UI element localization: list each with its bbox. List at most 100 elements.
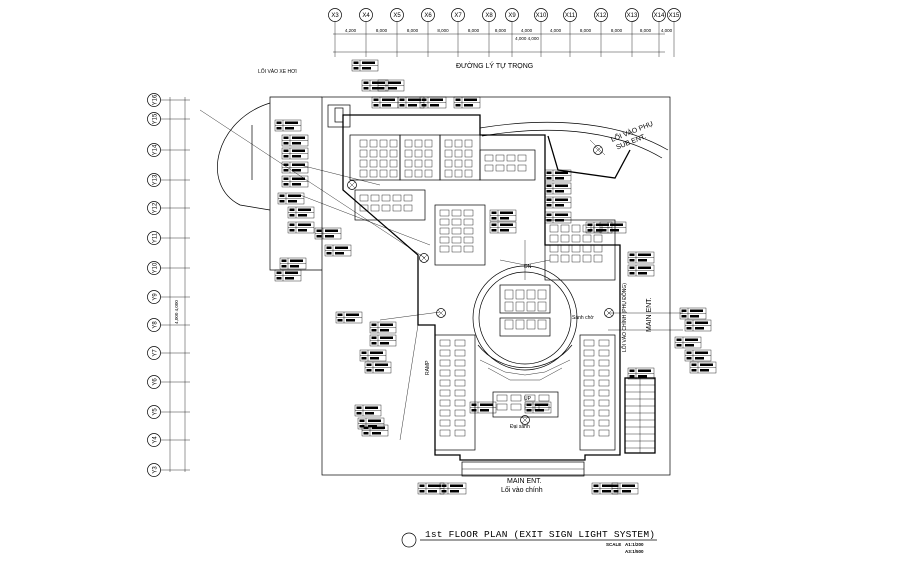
title-block: 1st FLOOR PLAN (EXIT SIGN LIGHT SYSTEM) … (401, 529, 657, 554)
fixture-tag (627, 264, 655, 277)
desk (463, 245, 474, 253)
grid-label: Y7 (153, 349, 159, 357)
exit-light-fixtures (347, 145, 614, 425)
main-entrance-bottom-vn: Lối vào chính (501, 485, 543, 494)
desk (451, 218, 462, 226)
desk (464, 139, 473, 148)
desk (439, 339, 451, 347)
desk (414, 159, 423, 168)
desk (439, 227, 450, 235)
desk (439, 209, 450, 217)
desk (404, 159, 413, 168)
fixture-tag (684, 349, 712, 362)
desk (537, 301, 547, 312)
grid-label: Y13 (153, 174, 159, 185)
desk (598, 399, 610, 407)
top-dimension-value: 8,000 (468, 28, 480, 33)
desk (439, 245, 450, 253)
desk (414, 169, 423, 178)
fixture-tag (324, 244, 352, 257)
desk (370, 194, 380, 202)
desk (403, 194, 413, 202)
desk (464, 169, 473, 178)
grid-label: Y3 (153, 466, 159, 474)
exit-light-icon (419, 253, 429, 263)
desk (506, 154, 516, 162)
desk (379, 139, 388, 148)
exit-light-icon (604, 308, 614, 318)
desk (549, 234, 559, 243)
desk (359, 139, 368, 148)
grid-label: X7 (454, 13, 462, 19)
desk (451, 236, 462, 244)
desk (454, 419, 466, 427)
desk (582, 234, 592, 243)
fixture-tag (369, 334, 397, 347)
desk (454, 169, 463, 178)
main-entrance-bottom-label: MAIN ENT. (507, 478, 542, 485)
desk (593, 234, 603, 243)
lower-office-zone (434, 334, 616, 451)
desk (424, 139, 433, 148)
desk (463, 236, 474, 244)
desk (444, 139, 453, 148)
grid-label: Y15 (153, 113, 159, 124)
grid-label: X13 (627, 13, 638, 19)
desk (484, 164, 494, 172)
fixture-tag (627, 251, 655, 264)
top-sub-dimension: 4,000 4,000 (515, 36, 539, 41)
desk (504, 319, 514, 330)
up-label: UP (524, 396, 532, 402)
desk (404, 169, 413, 178)
desk (583, 419, 595, 427)
main-entrance-right-vn: LỐI VÀO CHÍNH (PHỤ ĐÔNG) (621, 283, 628, 352)
top-dimension-value: 8,000 (640, 28, 652, 33)
fixture-tag (377, 79, 405, 92)
desk (504, 301, 514, 312)
desk (517, 164, 527, 172)
grid-label: X12 (596, 13, 607, 19)
fixture-tag (627, 367, 655, 380)
desk (537, 289, 547, 300)
fixture-tag (335, 311, 363, 324)
desk (549, 224, 559, 233)
desk (424, 149, 433, 158)
desk (359, 204, 369, 212)
parking-stalls (624, 377, 656, 454)
desk (370, 204, 380, 212)
desk (381, 194, 391, 202)
desk (414, 149, 423, 158)
desk (504, 289, 514, 300)
grid-label: X9 (508, 13, 516, 19)
scale-label: SCALE (606, 542, 621, 547)
fixture-tag (684, 319, 712, 332)
desk (526, 301, 536, 312)
left-sub-dimension: 4,000 4,000 (174, 300, 179, 324)
desk (484, 154, 494, 162)
grid-label: Y14 (153, 144, 159, 155)
desk (510, 403, 522, 411)
desk (389, 139, 398, 148)
car-entry-label: LỐI VÀO XE HƠI (258, 68, 297, 75)
desk (403, 204, 413, 212)
desk (454, 159, 463, 168)
fixture-tag (439, 482, 467, 495)
desk (454, 149, 463, 158)
top-dimension-value: 8,000 (495, 28, 507, 33)
fixture-tag (359, 349, 387, 362)
fixture-tag (361, 424, 389, 437)
grid-label: X5 (393, 13, 401, 19)
desk (379, 169, 388, 178)
desk (439, 369, 451, 377)
scale-a1: A1:1/200 (625, 542, 644, 547)
desk (560, 224, 570, 233)
fixture-tag (351, 59, 379, 72)
desk (496, 403, 508, 411)
desk (451, 245, 462, 253)
central-rotunda (472, 240, 578, 381)
fixture-tag (689, 361, 717, 374)
grid-label: Y10 (153, 262, 159, 273)
desk-groups (359, 139, 610, 437)
